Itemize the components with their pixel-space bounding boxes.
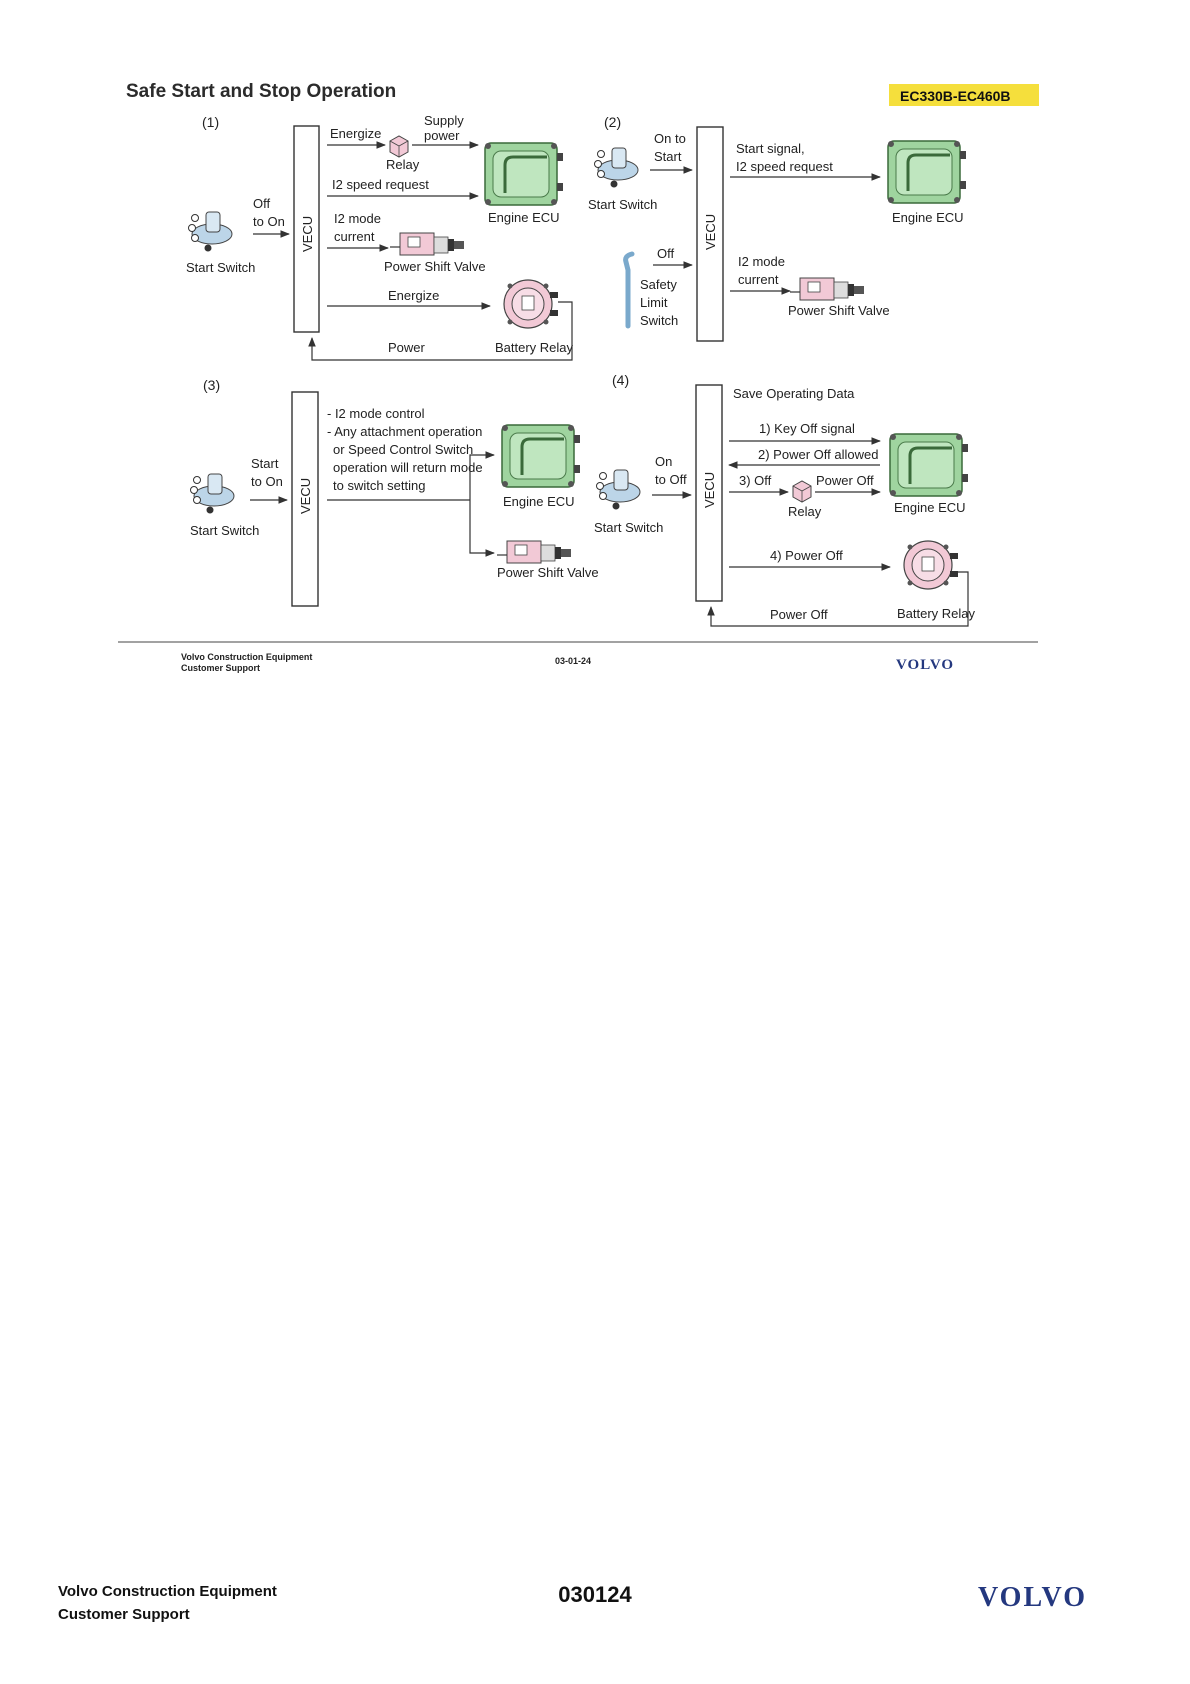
start-switch-icon [190, 473, 235, 514]
engine-ecu-icon [886, 139, 968, 205]
on-to-off-label-1: On [655, 454, 672, 469]
page-footer: Volvo Construction Equipment Customer Su… [0, 1580, 1190, 1640]
diagram-4: (4) Start Switch On to Off VECU Save Ope… [594, 372, 976, 627]
footer-company-line2: Customer Support [58, 1606, 190, 1623]
relay-label: Relay [386, 157, 420, 172]
off-to-on-label-2: to On [253, 214, 285, 229]
mode-current-label-2: current [738, 272, 779, 287]
engine-ecu-icon [500, 423, 582, 489]
battery-relay-label: Battery Relay [897, 606, 976, 621]
slide-footer-company-2: Customer Support [181, 663, 260, 673]
power-off-allowed-label: 2) Power Off allowed [758, 447, 878, 462]
power-shift-valve-label: Power Shift Valve [384, 259, 486, 274]
power-off-relay-label: Power Off [816, 473, 874, 488]
power-shift-valve-label: Power Shift Valve [497, 565, 599, 580]
battery-relay-icon [503, 279, 559, 329]
engine-ecu-label: Engine ECU [892, 210, 964, 225]
slide-title: Safe Start and Stop Operation [126, 81, 396, 102]
engine-ecu-label: Engine ECU [503, 494, 575, 509]
on-to-start-label-1: On to [654, 131, 686, 146]
power-off-return-label: Power Off [770, 607, 828, 622]
power-shift-valve-icon [389, 232, 465, 256]
vecu-label: VECU [702, 472, 717, 508]
on-to-off-label-2: to Off [655, 472, 687, 487]
diagram-1-number: (1) [202, 114, 219, 130]
start-switch-label: Start Switch [186, 260, 255, 275]
save-data-label: Save Operating Data [733, 386, 855, 401]
mode-current-label-2: current [334, 229, 375, 244]
engine-ecu-label: Engine ECU [488, 210, 560, 225]
safety-label-1: Safety [640, 277, 677, 292]
power-shift-valve-label: Power Shift Valve [788, 303, 890, 318]
diagram-2-number: (2) [604, 114, 621, 130]
vecu-label: VECU [298, 478, 313, 514]
start-switch-icon [594, 147, 639, 188]
power-shift-valve-icon [496, 540, 572, 564]
mode-current-label-1: I2 mode [334, 211, 381, 226]
off-to-on-label-1: Off [253, 196, 270, 211]
model-badge [889, 84, 1039, 106]
diagram-4-number: (4) [612, 372, 629, 388]
note-line-1: - I2 mode control [327, 406, 425, 421]
relay-icon [792, 480, 812, 503]
engine-ecu-label: Engine ECU [894, 500, 966, 515]
footer-company-line1: Volvo Construction Equipment [58, 1583, 277, 1600]
relay-label: Relay [788, 504, 822, 519]
note-line-5: to switch setting [333, 478, 426, 493]
vecu-label: VECU [300, 216, 315, 252]
model-badge-label: EC330B-EC460B [900, 88, 1011, 104]
vecu-box [695, 384, 723, 602]
power-shift-valve-icon [789, 277, 865, 301]
speed-request-label: I2 speed request [332, 177, 429, 192]
vecu-label: VECU [703, 214, 718, 250]
start-signal-label-1: Start signal, [736, 141, 805, 156]
vecu-box [696, 126, 724, 342]
footer-page-code: 030124 [558, 1582, 632, 1607]
battery-relay-icon [903, 540, 959, 590]
start-to-on-label-2: to On [251, 474, 283, 489]
safety-label-3: Switch [640, 313, 678, 328]
supply-power-label-1: Supply [424, 113, 464, 128]
diagram-3: (3) Start Switch Start to On VECU - I2 m… [190, 377, 599, 607]
slide-footer-code: 03-01-24 [555, 656, 591, 666]
relay-icon [389, 135, 409, 158]
mode-current-label-1: I2 mode [738, 254, 785, 269]
note-line-3: or Speed Control Switch [333, 442, 473, 457]
vecu-box [291, 391, 319, 607]
footer-volvo-logo: VOLVO [978, 1582, 1087, 1613]
slide-volvo-logo: VOLVO [896, 657, 954, 673]
start-switch-label: Start Switch [190, 523, 259, 538]
engine-ecu-icon [888, 432, 970, 498]
energize-label: Energize [330, 126, 381, 141]
power-label: Power [388, 340, 426, 355]
start-switch-icon [596, 469, 641, 510]
start-switch-label: Start Switch [594, 520, 663, 535]
safety-label-2: Limit [640, 295, 668, 310]
battery-relay-label: Battery Relay [495, 340, 574, 355]
start-switch-icon [188, 211, 233, 252]
supply-power-label-2: power [424, 128, 460, 143]
on-to-start-label-2: Start [654, 149, 682, 164]
step4-power-off-label: 4) Power Off [770, 548, 843, 563]
diagram-2: (2) Start Switch On to Start VECU Start … [588, 114, 968, 342]
vecu-box [293, 125, 320, 333]
slide-diagram: Safe Start and Stop Operation EC330B-EC4… [118, 81, 1039, 673]
safety-limit-switch-icon [623, 251, 635, 329]
footer-company: Volvo Construction Equipment Customer Su… [58, 1580, 277, 1626]
note-line-4: operation will return mode [333, 460, 483, 475]
step3-off-label: 3) Off [739, 473, 772, 488]
key-off-label: 1) Key Off signal [759, 421, 855, 436]
start-signal-label-2: I2 speed request [736, 159, 833, 174]
start-to-on-label-1: Start [251, 456, 279, 471]
start-switch-label: Start Switch [588, 197, 657, 212]
diagram-3-number: (3) [203, 377, 220, 393]
slide-footer-company-1: Volvo Construction Equipment [181, 652, 312, 662]
off-label: Off [657, 246, 674, 261]
energize2-label: Energize [388, 288, 439, 303]
note-line-2: - Any attachment operation [327, 424, 482, 439]
diagram-1: (1) Start Switch Off to On VECU Energize… [186, 113, 574, 361]
engine-ecu-icon [483, 141, 565, 207]
